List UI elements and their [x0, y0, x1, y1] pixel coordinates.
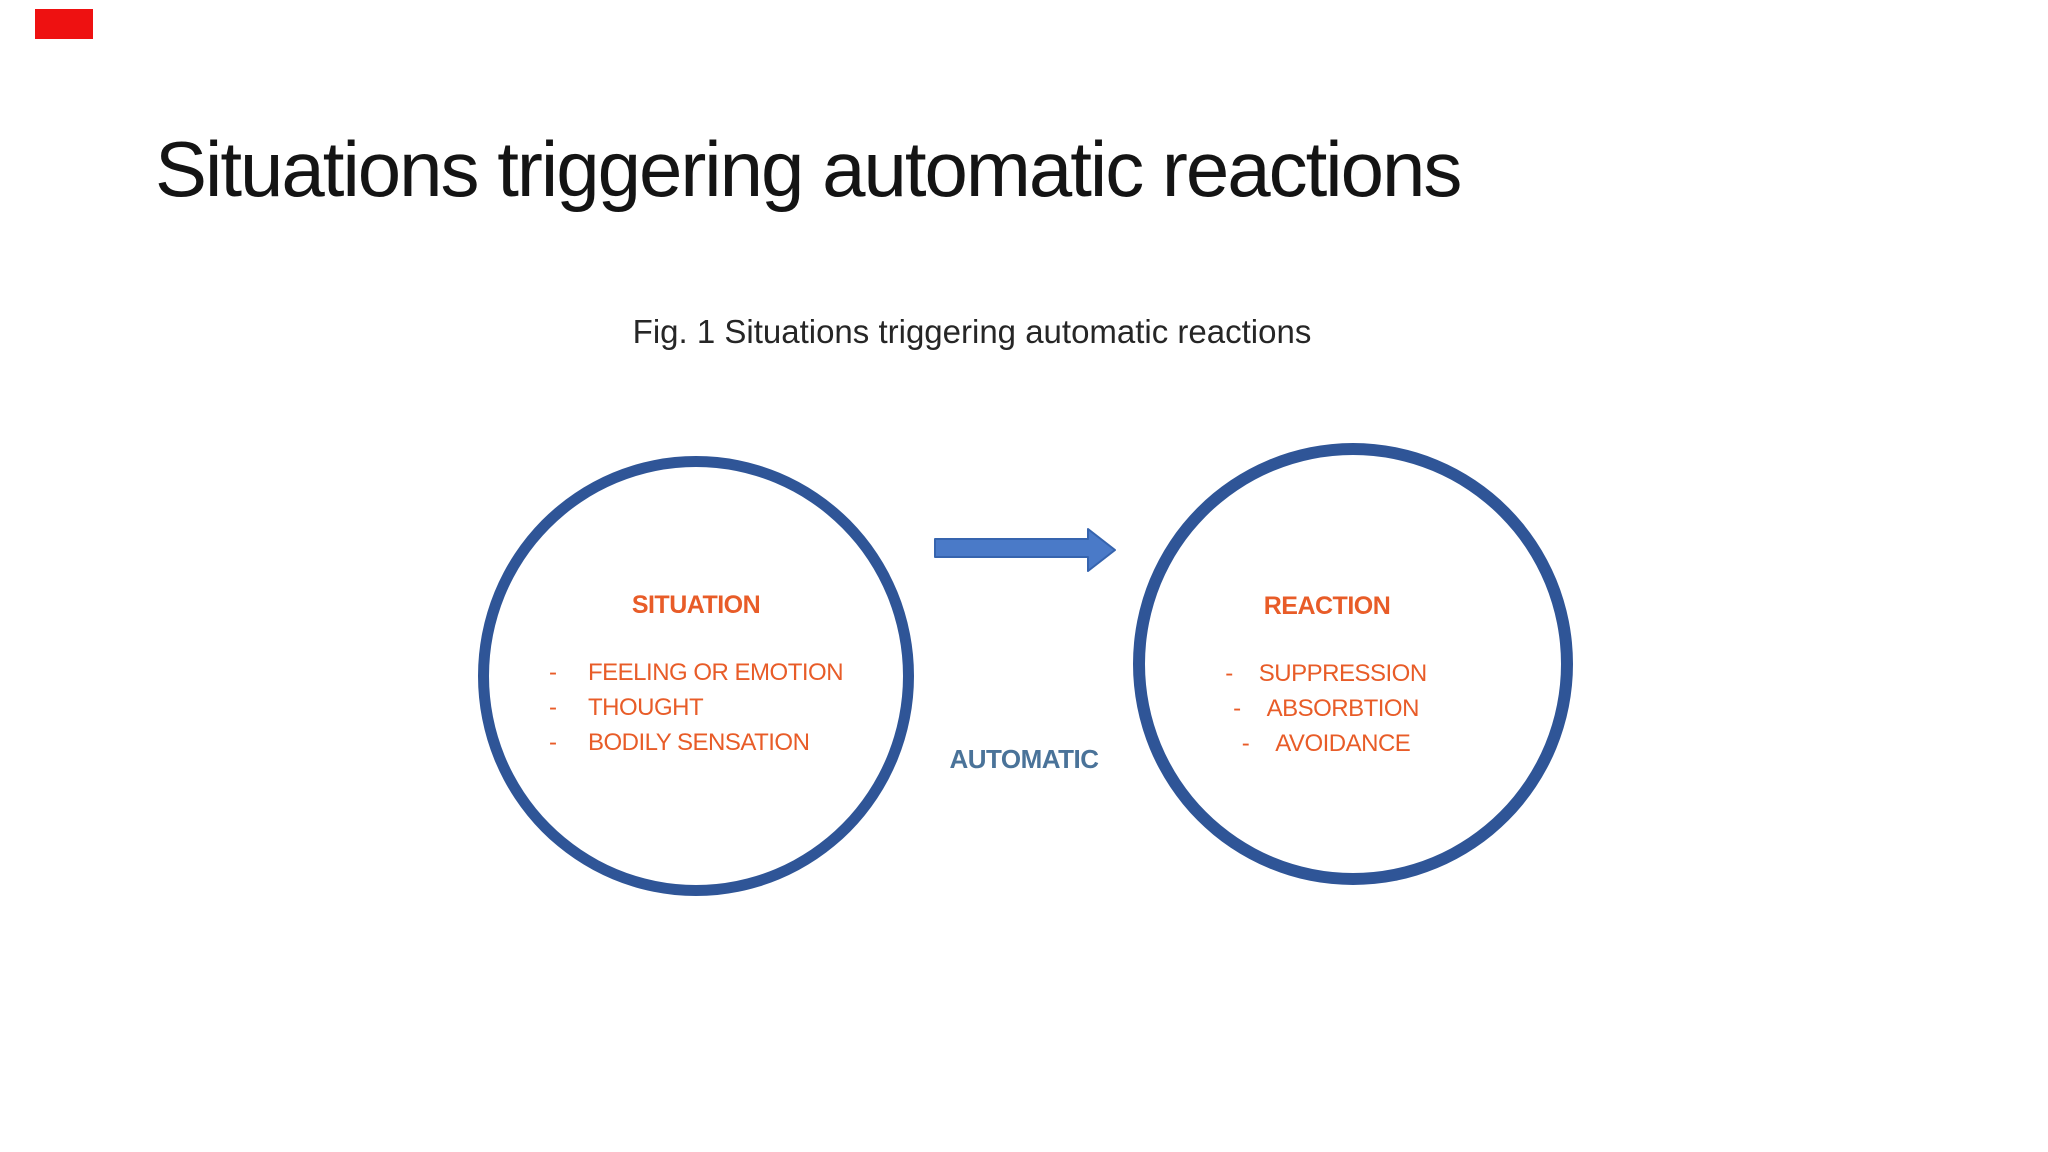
list-item: - BODILY SENSATION [549, 725, 843, 760]
reaction-list: - SUPPRESSION - ABSORBTION - AVOIDANCE [1118, 656, 1534, 761]
list-item: - THOUGHT [549, 690, 843, 725]
situation-heading: SITUATION [631, 591, 761, 619]
dash-bullet: - [1225, 660, 1233, 687]
list-item: - SUPPRESSION [1118, 656, 1534, 691]
list-item-label: ABSORBTION [1266, 695, 1420, 722]
list-item-label: FEELING OR EMOTION [588, 659, 844, 686]
recording-indicator [35, 9, 93, 39]
list-item-label: AVOIDANCE [1275, 730, 1411, 757]
situation-circle: SITUATION - FEELING OR EMOTION - THOUGHT… [478, 456, 914, 896]
flow-arrow-icon [934, 528, 1116, 572]
slide-title: Situations triggering automatic reaction… [155, 125, 1462, 213]
list-item: - FEELING OR EMOTION [549, 655, 844, 690]
figure-caption: Fig. 1 Situations triggering automatic r… [632, 313, 1312, 350]
list-item-label: THOUGHT [588, 694, 704, 721]
dash-bullet: - [549, 694, 557, 721]
dash-bullet: - [549, 729, 557, 756]
list-item-label: BODILY SENSATION [588, 729, 810, 756]
reaction-circle: REACTION - SUPPRESSION - ABSORBTION - AV… [1133, 443, 1573, 885]
automatic-label: AUTOMATIC [949, 744, 1099, 774]
reaction-heading: REACTION [1263, 592, 1391, 620]
list-item: - ABSORBTION [1118, 691, 1534, 726]
list-item-label: SUPPRESSION [1258, 660, 1427, 687]
dash-bullet: - [549, 659, 557, 686]
dash-bullet: - [1241, 730, 1250, 757]
list-item: - AVOIDANCE [1118, 726, 1534, 761]
dash-bullet: - [1233, 695, 1241, 722]
situation-list: - FEELING OR EMOTION - THOUGHT - BODILY … [549, 655, 844, 760]
